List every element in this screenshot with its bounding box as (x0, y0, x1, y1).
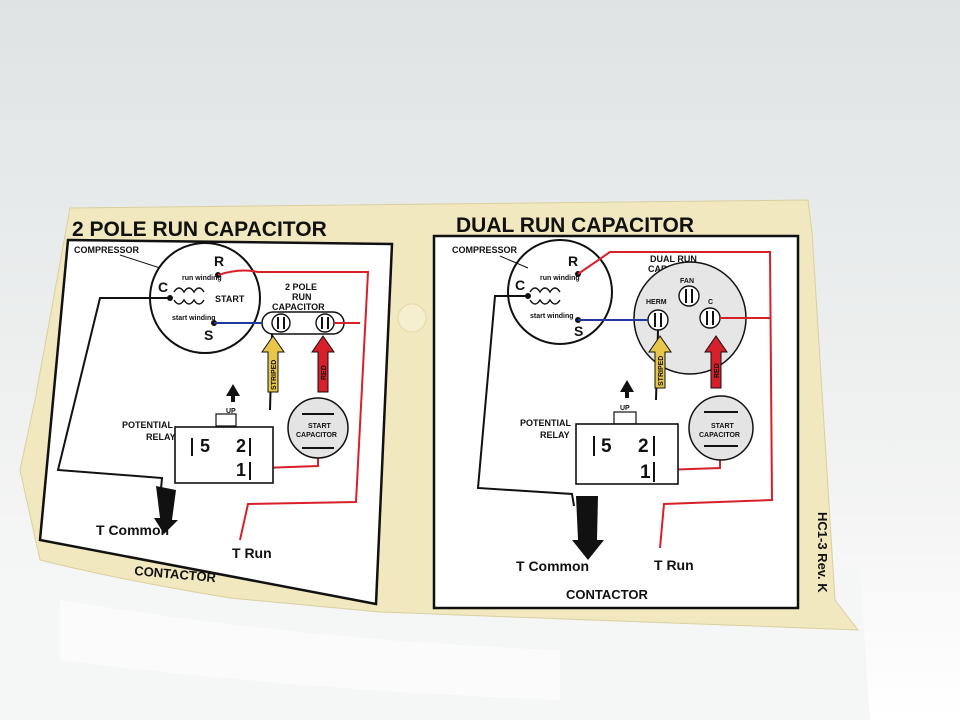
left-red-wire-run (217, 269, 370, 541)
right-striped-arrow (648, 335, 672, 389)
right-compressor-leader (499, 255, 529, 269)
left-black-arrow (154, 486, 178, 534)
left-terminal-s: S (204, 327, 213, 343)
left-start-winding: start winding (172, 315, 216, 322)
left-run-winding: run winding (182, 275, 222, 282)
right-panel: DUAL RUN CAPACITOR COMPRESSOR C R S run … (432, 214, 800, 610)
left-potential-relay (174, 426, 274, 484)
right-run-winding: run winding (540, 275, 580, 282)
right-red-label: RED (714, 363, 721, 378)
left-cap-line1: 2 POLE (285, 282, 317, 292)
right-up-label: UP (620, 405, 630, 412)
right-compressor-circle (507, 239, 613, 345)
right-relay-1: 1 (640, 462, 651, 483)
left-cap-line2: RUN (292, 292, 312, 302)
right-cap-fan: FAN (680, 278, 694, 285)
right-startcap-line1: START (711, 423, 735, 430)
left-start-label: START (215, 294, 245, 304)
right-relay-line2: RELAY (540, 430, 570, 440)
right-striped-label: STRIPED (658, 356, 665, 386)
right-cap-terminal-herm (647, 309, 669, 331)
right-cap-terminal-c-bars (706, 311, 714, 325)
right-cap-herm: HERM (646, 299, 667, 306)
bag-highlight (60, 600, 560, 700)
left-cap-line3: CAPACITOR (272, 302, 325, 312)
left-relay-line2: RELAY (146, 432, 176, 442)
left-black-wire-common (56, 297, 170, 501)
left-cap-terminal-herm-bars (277, 317, 285, 329)
left-black-label: BLACK (166, 493, 177, 518)
right-red-arrow (704, 335, 728, 389)
right-contactor: CONTACTOR (566, 587, 648, 602)
left-start-cap-bars (302, 413, 334, 449)
right-startcap-line2: CAPACITOR (699, 432, 740, 439)
left-winding-coil (173, 287, 205, 305)
right-red-wire-run (577, 251, 774, 549)
left-relay-5: 5 (200, 436, 210, 456)
left-panel: 2 POLE RUN CAPACITOR COMPRESSOR C R S ru… (38, 218, 394, 606)
right-black-wire-common (476, 295, 575, 507)
right-winding-coil (529, 287, 561, 305)
left-terminal-r: R (214, 253, 224, 269)
left-contactor: CONTACTOR (134, 563, 217, 585)
left-red-wire-startcap (261, 458, 319, 469)
right-cap-terminal-fan (678, 285, 700, 307)
left-up-arrow (226, 384, 240, 402)
left-cap-terminal-herm (271, 313, 291, 333)
right-start-cap-bars (704, 411, 738, 447)
right-t-run: T Run (654, 557, 694, 573)
left-red-label: RED (321, 365, 328, 380)
left-compressor-label: COMPRESSOR (74, 245, 140, 255)
right-cap-terminal-herm-bars (654, 313, 662, 327)
right-cap-terminal-c (699, 307, 721, 329)
left-striped-label: STRIPED (271, 360, 278, 390)
left-run-capacitor (261, 311, 345, 335)
left-compressor-leader (119, 254, 161, 269)
left-startcap-line2: CAPACITOR (296, 432, 337, 439)
left-relay-tab (215, 413, 237, 427)
right-t-common: T Common (516, 558, 589, 574)
right-black-label: BLACK (588, 512, 595, 537)
right-cap-line1: DUAL RUN (650, 254, 697, 264)
right-up-arrow (620, 380, 634, 398)
right-relay-line1: POTENTIAL (520, 418, 572, 428)
right-title: DUAL RUN CAPACITOR (456, 214, 694, 237)
left-relay-line1: POTENTIAL (122, 420, 174, 430)
right-potential-relay (575, 423, 679, 485)
left-relay-1: 1 (236, 460, 246, 480)
revision-label: HC1-3 Rev. K (815, 512, 830, 593)
right-relay-5: 5 (601, 436, 612, 457)
right-terminal-s: S (574, 323, 583, 339)
right-black-arrow (572, 496, 604, 560)
right-cap-c: C (708, 299, 713, 306)
right-terminal-c: C (515, 277, 525, 293)
right-cap-terminal-fan-bars (685, 289, 693, 303)
left-up-label: UP (226, 408, 236, 415)
right-terminal-r: R (568, 253, 578, 269)
right-relay-tab (613, 411, 637, 425)
right-start-winding: start winding (530, 313, 574, 320)
left-terminal-c: C (158, 279, 168, 295)
right-compressor-label: COMPRESSOR (452, 245, 518, 255)
left-cap-terminal-c-bars (321, 317, 329, 329)
left-t-common: T Common (96, 522, 169, 538)
right-relay-2: 2 (638, 436, 649, 457)
right-red-wire-startcap (661, 458, 721, 471)
left-red-arrow (311, 335, 335, 393)
left-t-run: T Run (232, 545, 272, 561)
right-relay-bars (593, 436, 655, 482)
left-startcap-line1: START (308, 423, 332, 430)
left-title: 2 POLE RUN CAPACITOR (72, 218, 327, 241)
left-relay-2: 2 (236, 436, 246, 456)
card-hole (397, 303, 427, 333)
left-striped-arrow (261, 335, 285, 393)
left-relay-bars (191, 438, 251, 480)
